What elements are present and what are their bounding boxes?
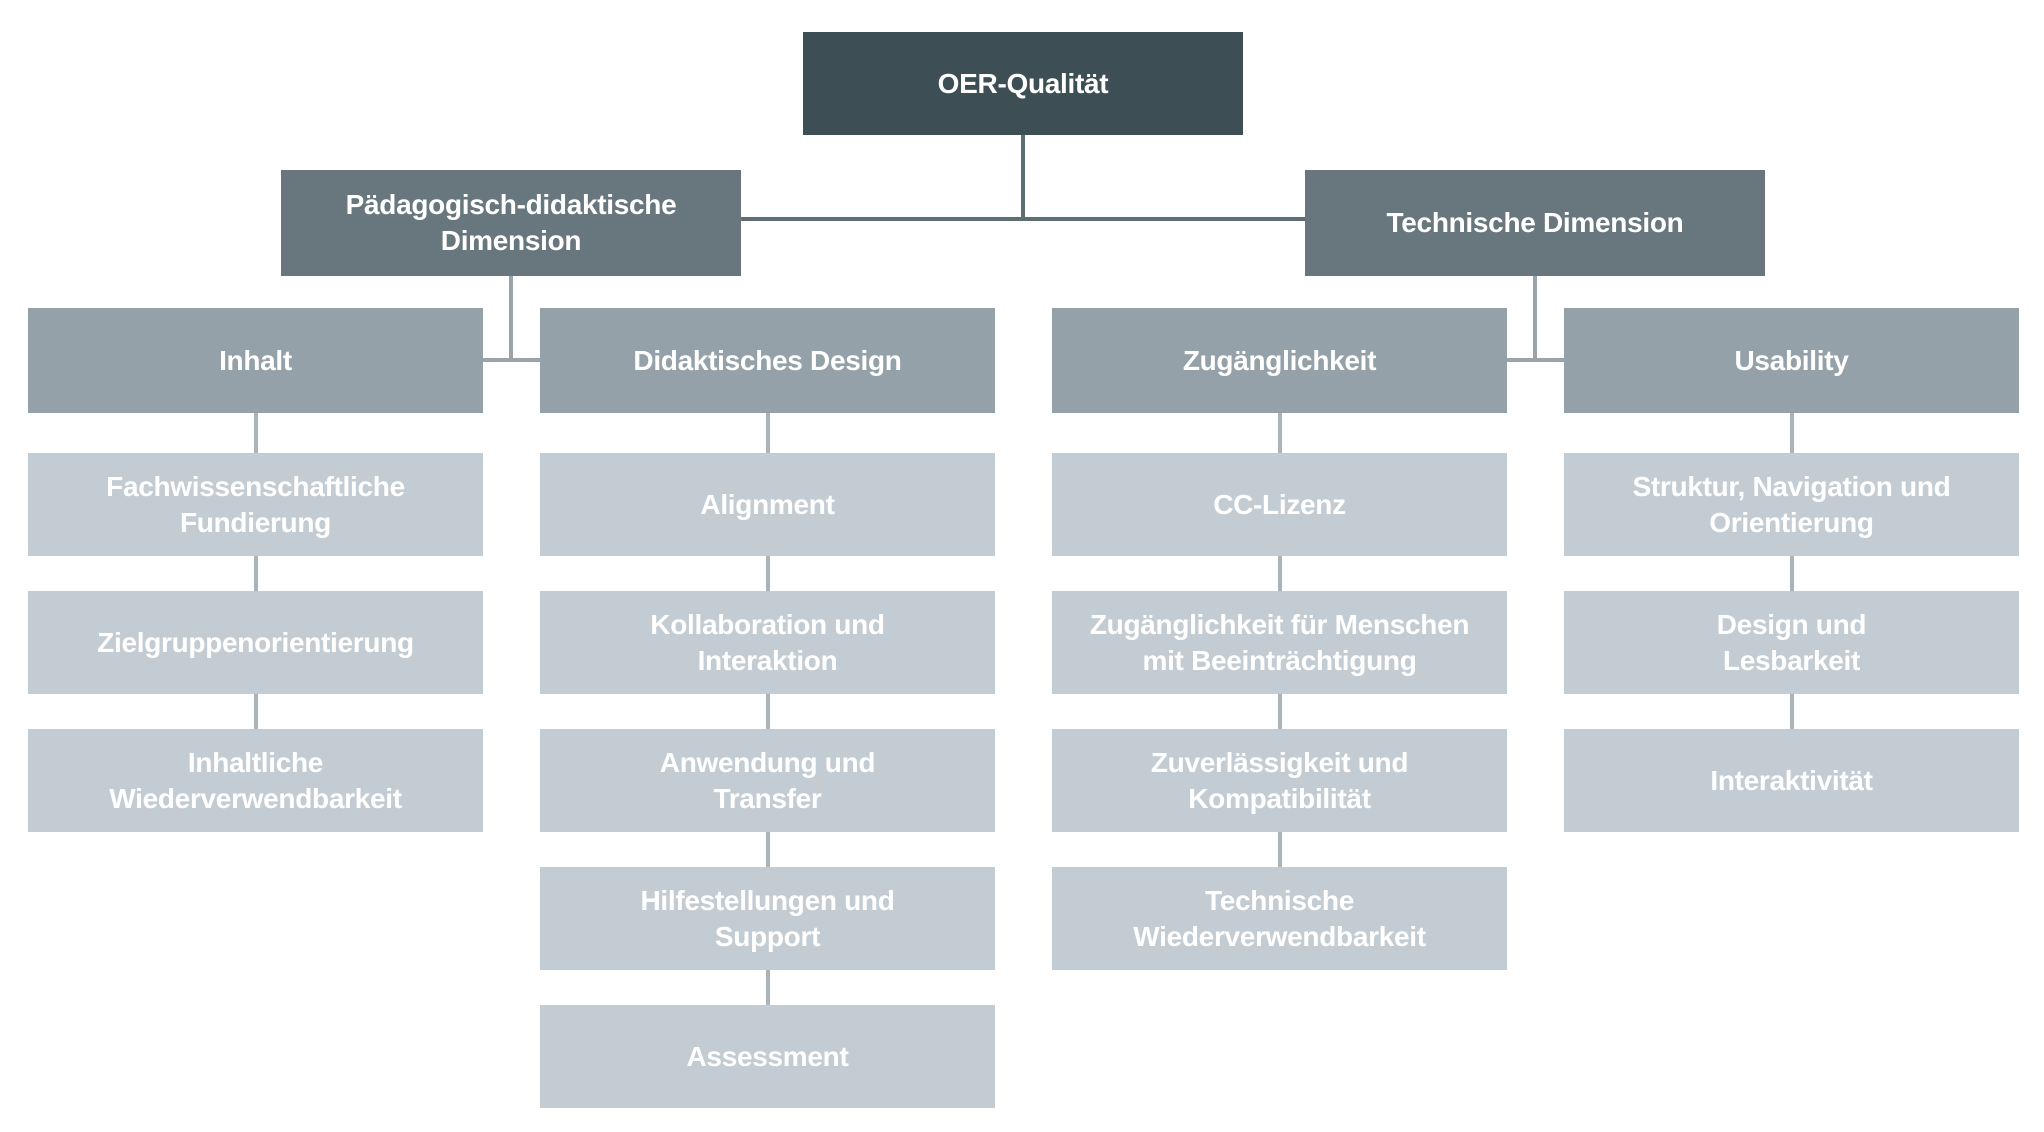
- connector-technisch-vertical: [1533, 276, 1537, 362]
- node-design-und-lesbarkeit: Design und Lesbarkeit: [1564, 591, 2019, 694]
- connector-usability-1: [1790, 556, 1794, 591]
- connector-zugaenglichkeit-3: [1278, 832, 1282, 867]
- connector-inhalt-0: [254, 413, 258, 453]
- node-kollaboration-und-interaktion: Kollaboration und Interaktion: [540, 591, 995, 694]
- connector-root-vertical: [1021, 135, 1025, 221]
- node-oer-qualitaet: OER-Qualität: [803, 32, 1243, 135]
- connector-paedagogisch-horizontal: [483, 358, 540, 362]
- node-technische-wiederverwendbarkeit: Technische Wiederverwendbarkeit: [1052, 867, 1507, 970]
- connector-paedagogisch-vertical: [509, 276, 513, 362]
- connector-inhalt-1: [254, 556, 258, 591]
- node-zuverlaessigkeit-und-kompatibilitaet: Zuverlässigkeit und Kompatibilität: [1052, 729, 1507, 832]
- node-struktur-navigation-orientierung: Struktur, Navigation und Orientierung: [1564, 453, 2019, 556]
- node-zugaenglichkeit: Zugänglichkeit: [1052, 308, 1507, 413]
- node-inhaltliche-wiederverwendbarkeit: Inhaltliche Wiederverwendbarkeit: [28, 729, 483, 832]
- connector-didaktisches-design-0: [766, 413, 770, 453]
- connector-usability-2: [1790, 694, 1794, 729]
- node-zugaenglichkeit-fuer-menschen: Zugänglichkeit für Menschen mit Beeinträ…: [1052, 591, 1507, 694]
- node-fachwissenschaftliche-fundierung: Fachwissenschaftliche Fundierung: [28, 453, 483, 556]
- connector-didaktisches-design-1: [766, 556, 770, 591]
- connector-zugaenglichkeit-2: [1278, 694, 1282, 729]
- connector-usability-0: [1790, 413, 1794, 453]
- connector-didaktisches-design-4: [766, 970, 770, 1005]
- node-assessment: Assessment: [540, 1005, 995, 1108]
- node-hilfestellungen-und-support: Hilfestellungen und Support: [540, 867, 995, 970]
- node-cc-lizenz: CC-Lizenz: [1052, 453, 1507, 556]
- connector-inhalt-2: [254, 694, 258, 729]
- connector-technisch-horizontal: [1507, 358, 1564, 362]
- connector-root-horizontal: [741, 217, 1305, 221]
- connector-zugaenglichkeit-1: [1278, 556, 1282, 591]
- node-didaktisches-design: Didaktisches Design: [540, 308, 995, 413]
- node-anwendung-und-transfer: Anwendung und Transfer: [540, 729, 995, 832]
- node-inhalt: Inhalt: [28, 308, 483, 413]
- node-interaktivitaet: Interaktivität: [1564, 729, 2019, 832]
- node-usability: Usability: [1564, 308, 2019, 413]
- connector-didaktisches-design-3: [766, 832, 770, 867]
- connector-zugaenglichkeit-0: [1278, 413, 1282, 453]
- node-technische-dimension: Technische Dimension: [1305, 170, 1765, 276]
- node-alignment: Alignment: [540, 453, 995, 556]
- node-paedagogisch-didaktische-dimension: Pädagogisch-didaktische Dimension: [281, 170, 741, 276]
- connector-didaktisches-design-2: [766, 694, 770, 729]
- node-zielgruppenorientierung: Zielgruppenorientierung: [28, 591, 483, 694]
